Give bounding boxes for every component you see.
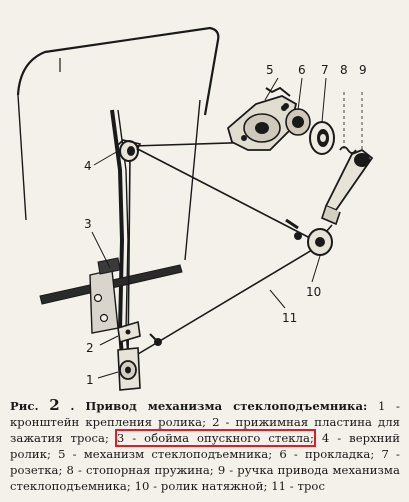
caption-fig-number: 2 (49, 396, 60, 414)
upper-roller (117, 139, 142, 162)
gasket (283, 103, 311, 136)
caption-item-3-highlighted: 3 - обойма опускного стекла; (114, 428, 316, 447)
crank-handle (321, 92, 374, 226)
caption-item-9: 9 - ручка привода механизма стеклоподъем… (10, 462, 400, 493)
bracket-hole (93, 293, 103, 303)
guide-rail (110, 109, 126, 386)
callout-7: 7 (321, 63, 329, 77)
clamp-plate (117, 320, 162, 346)
tension-roller (285, 218, 333, 256)
figure-caption: Рис. 2 . Привод механизма стеклоподъемни… (10, 396, 401, 494)
retaining-spring (339, 92, 357, 154)
callout-2: 2 (86, 341, 94, 355)
caption-item-11: 11 - трос (271, 478, 325, 493)
callout-1: 1 (86, 373, 94, 387)
caption-fig-prefix: Рис. (10, 399, 39, 413)
caption-item-1: 1 - кронштейн крепления ролика; (10, 399, 400, 429)
callout-4: 4 (84, 159, 92, 173)
callout-6: 6 (298, 63, 306, 77)
regulator-mechanism (226, 86, 298, 151)
callout-9: 9 (359, 63, 367, 77)
caption-title: . Привод механизма стеклоподъемника: (70, 399, 368, 413)
caption-item-8: 8 - стопорная пружина; (66, 462, 214, 477)
caption-item-10: 10 - ролик натяжной; (134, 478, 268, 493)
caption-item-7: 7 - розетка; (10, 446, 400, 477)
glass-left-edge (17, 94, 27, 221)
window-regulator-diagram: 5 6 7 8 9 4 3 2 1 10 11 (16, 26, 374, 391)
bracket-hole (99, 313, 109, 323)
caption-item-5: 5 - механизм стеклоподъемника; (58, 446, 273, 461)
caption-item-2: 2 - прижимная пластина для зажатия троса… (10, 414, 400, 445)
callout-10: 10 (306, 285, 321, 299)
callout-3: 3 (84, 217, 92, 231)
caption-item-6: 6 - прокладка; (279, 446, 375, 461)
door-glass-outline (16, 26, 220, 116)
callout-5: 5 (266, 63, 274, 77)
caption-item-4: 4 - верхний ролик; (10, 430, 401, 461)
callout-11: 11 (282, 311, 297, 325)
rosette (309, 121, 335, 155)
leader-lines (91, 77, 327, 379)
callout-8: 8 (340, 63, 348, 77)
cable (127, 141, 333, 361)
roller-bracket (117, 347, 141, 391)
glass-right-edge (184, 99, 201, 261)
